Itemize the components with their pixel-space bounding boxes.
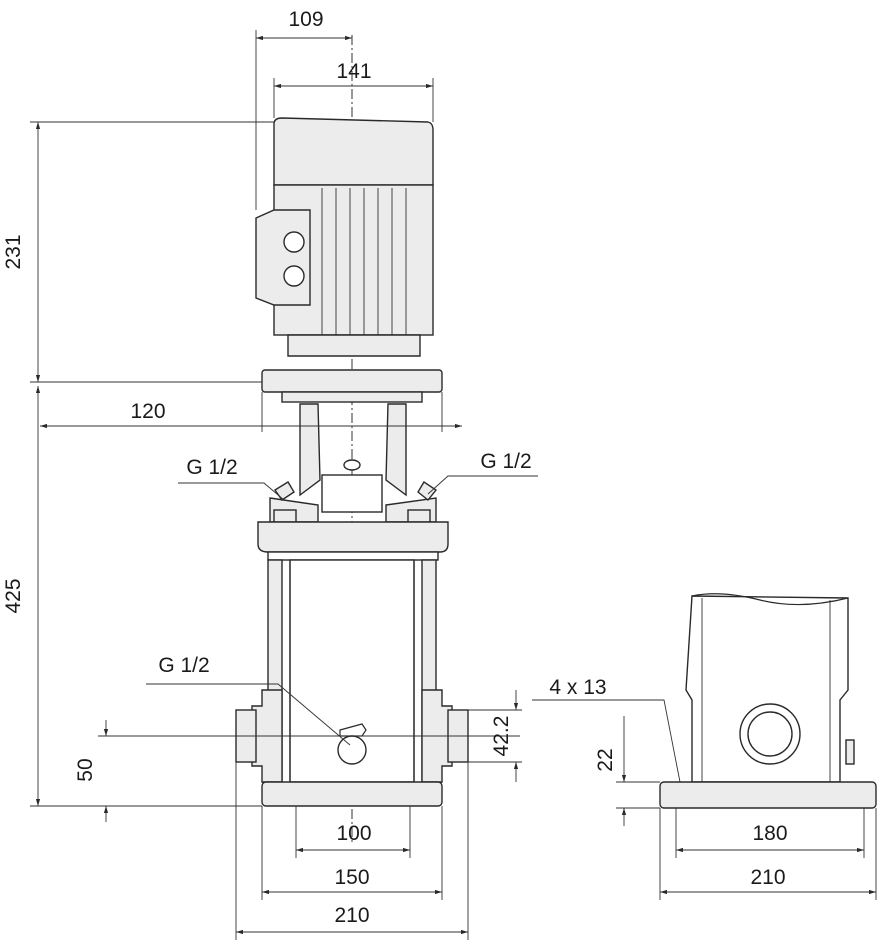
terminal-box — [255, 209, 311, 306]
thread-label-drain: G 1/2 — [158, 654, 209, 677]
leader-holes — [532, 699, 681, 783]
thread-label-left: G 1/2 — [186, 456, 237, 479]
leader-drain — [146, 683, 351, 746]
motor-fins — [321, 188, 407, 352]
motor-flange — [261, 369, 443, 393]
flow-arrow-icon — [339, 723, 367, 737]
coupling-housing — [269, 403, 438, 523]
front-view — [235, 35, 469, 845]
break-line — [691, 593, 849, 606]
dim-210-side: 210 — [750, 866, 785, 889]
dim-210-front: 210 — [334, 904, 369, 927]
thread-label-right: G 1/2 — [480, 450, 531, 473]
pump-head — [257, 521, 449, 553]
plug-left-icon — [274, 481, 295, 501]
bolt-left-icon — [273, 509, 297, 523]
dim-231: 231 — [2, 234, 25, 269]
dim-50: 50 — [74, 758, 97, 781]
dim-120: 120 — [130, 400, 165, 423]
dim-425: 425 — [2, 578, 25, 613]
side-view — [659, 593, 877, 809]
cable-gland-icon — [283, 265, 305, 287]
sleeve-top-ring — [267, 551, 439, 561]
dim-22: 22 — [594, 748, 617, 771]
coupling-guard — [321, 474, 383, 513]
side-base-plate — [659, 781, 877, 809]
leader-right — [427, 475, 538, 495]
dim-150: 150 — [334, 866, 369, 889]
leader-left — [178, 482, 285, 501]
dim-141: 141 — [336, 60, 371, 83]
flange-lower — [281, 391, 423, 403]
plug-right-icon — [417, 481, 438, 501]
base-plate — [261, 781, 443, 807]
dimensions: 109 141 231 120 425 50 42.2 100 150 210 … — [2, 8, 877, 940]
motor — [255, 117, 443, 403]
dim-109: 109 — [288, 8, 323, 31]
coupling-leg-left — [299, 403, 321, 497]
dim-100: 100 — [336, 822, 371, 845]
drain-plug-icon — [337, 735, 367, 765]
motor-bottom — [287, 334, 421, 357]
vent-screw-icon — [343, 459, 361, 471]
side-plug-icon — [845, 739, 855, 765]
cable-gland-icon — [283, 231, 305, 253]
motor-fan-cover — [273, 117, 434, 186]
dim-42-2: 42.2 — [490, 716, 513, 757]
dim-4x13: 4 x 13 — [549, 676, 606, 699]
coupling-leg-right — [385, 403, 407, 497]
side-port-inner — [747, 711, 793, 757]
bolt-right-icon — [407, 509, 431, 523]
dim-180: 180 — [752, 822, 787, 845]
